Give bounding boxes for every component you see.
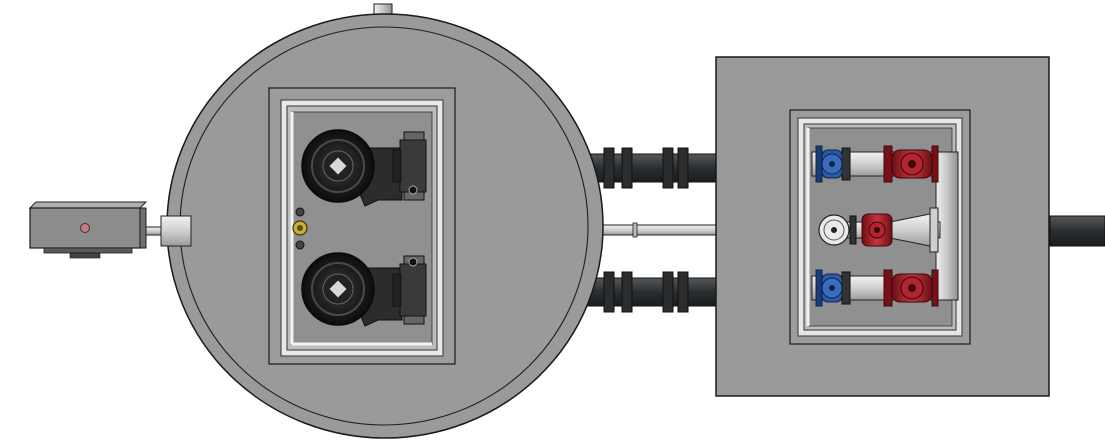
check-valve-icon — [883, 145, 939, 183]
submersible-pump-icon — [301, 129, 427, 207]
control-panel — [28, 201, 169, 259]
pipe-flange — [621, 271, 633, 313]
pipe-flange — [677, 147, 689, 189]
level-sensor-icon — [292, 207, 308, 250]
pipe-flange — [662, 147, 674, 189]
pipe-flange — [603, 147, 615, 189]
gate-valve-icon — [815, 145, 851, 183]
access-hatch — [268, 87, 456, 365]
gauge-icon — [818, 214, 857, 246]
indicator-light-icon — [80, 223, 90, 233]
inlet-stub — [160, 215, 192, 247]
gate-valve-icon — [815, 269, 851, 307]
check-valve-icon — [861, 213, 893, 247]
submersible-pump-icon — [301, 252, 427, 327]
check-valve-icon — [883, 269, 939, 307]
pipe-flange — [662, 271, 674, 313]
outlet-pipe — [1049, 215, 1105, 247]
pipe-flange — [603, 271, 615, 313]
pipe-flange — [677, 271, 689, 313]
pipe-flange — [621, 147, 633, 189]
